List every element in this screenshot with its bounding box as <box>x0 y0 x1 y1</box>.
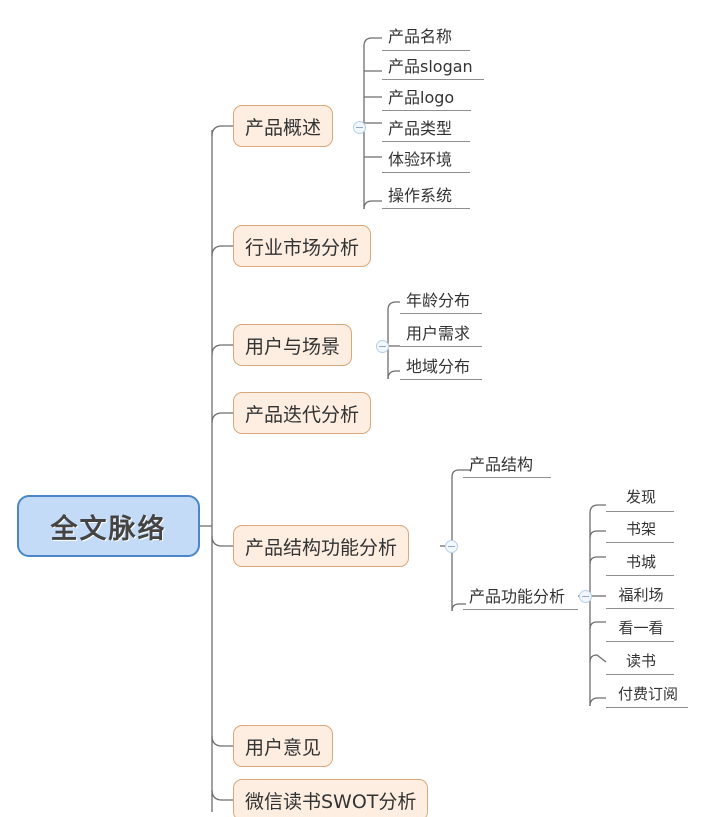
leaf-node-operating-system[interactable]: 操作系统 <box>382 181 470 209</box>
root-node[interactable]: 全文脉络 <box>17 495 200 557</box>
leaf-node-paid-subscription[interactable]: 付费订阅 <box>606 681 688 708</box>
leaf-node-product-name[interactable]: 产品名称 <box>382 21 470 51</box>
branch-node-product-structure-function-analysis[interactable]: 产品结构功能分析 <box>233 525 410 567</box>
leaf-node-bookstore[interactable]: 书城 <box>606 549 674 576</box>
leaf-node-product-logo[interactable]: 产品logo <box>382 83 471 111</box>
branch-node-users-and-scenarios[interactable]: 用户与场景 <box>233 324 353 366</box>
leaf-node-bookshelf[interactable]: 书架 <box>606 516 674 543</box>
collapse-toggle-icon-product-function-analysis[interactable] <box>579 590 592 603</box>
branch-node-industry-market-analysis[interactable]: 行业市场分析 <box>233 225 372 267</box>
leaf-node-product-slogan[interactable]: 产品slogan <box>382 51 484 80</box>
leaf-node-look-look[interactable]: 看一看 <box>606 615 674 642</box>
leaf-node-welfare-field[interactable]: 福利场 <box>606 582 674 609</box>
branch-node-wechat-reading-swot-analysis[interactable]: 微信读书SWOT分析 <box>233 779 429 817</box>
collapse-toggle-icon-users-and-scenarios[interactable] <box>376 340 389 353</box>
collapse-toggle-icon-product-overview[interactable] <box>353 121 366 134</box>
leaf-node-product-function-analysis[interactable]: 产品功能分析 <box>463 582 578 610</box>
leaf-node-discover[interactable]: 发现 <box>606 483 674 512</box>
collapse-toggle-icon-product-structure-function[interactable] <box>445 540 458 553</box>
leaf-node-product-structure[interactable]: 产品结构 <box>463 450 551 478</box>
leaf-node-user-needs[interactable]: 用户需求 <box>400 319 482 347</box>
leaf-node-experience-environment[interactable]: 体验环境 <box>382 145 470 173</box>
leaf-node-regional-distribution[interactable]: 地域分布 <box>400 352 482 380</box>
leaf-node-product-type[interactable]: 产品类型 <box>382 114 470 142</box>
branch-node-product-iteration-analysis[interactable]: 产品迭代分析 <box>233 392 372 434</box>
leaf-node-reading[interactable]: 读书 <box>606 648 674 675</box>
branch-node-user-feedback[interactable]: 用户意见 <box>233 725 334 767</box>
branch-node-product-overview[interactable]: 产品概述 <box>233 105 334 147</box>
leaf-node-age-distribution[interactable]: 年龄分布 <box>400 286 482 314</box>
